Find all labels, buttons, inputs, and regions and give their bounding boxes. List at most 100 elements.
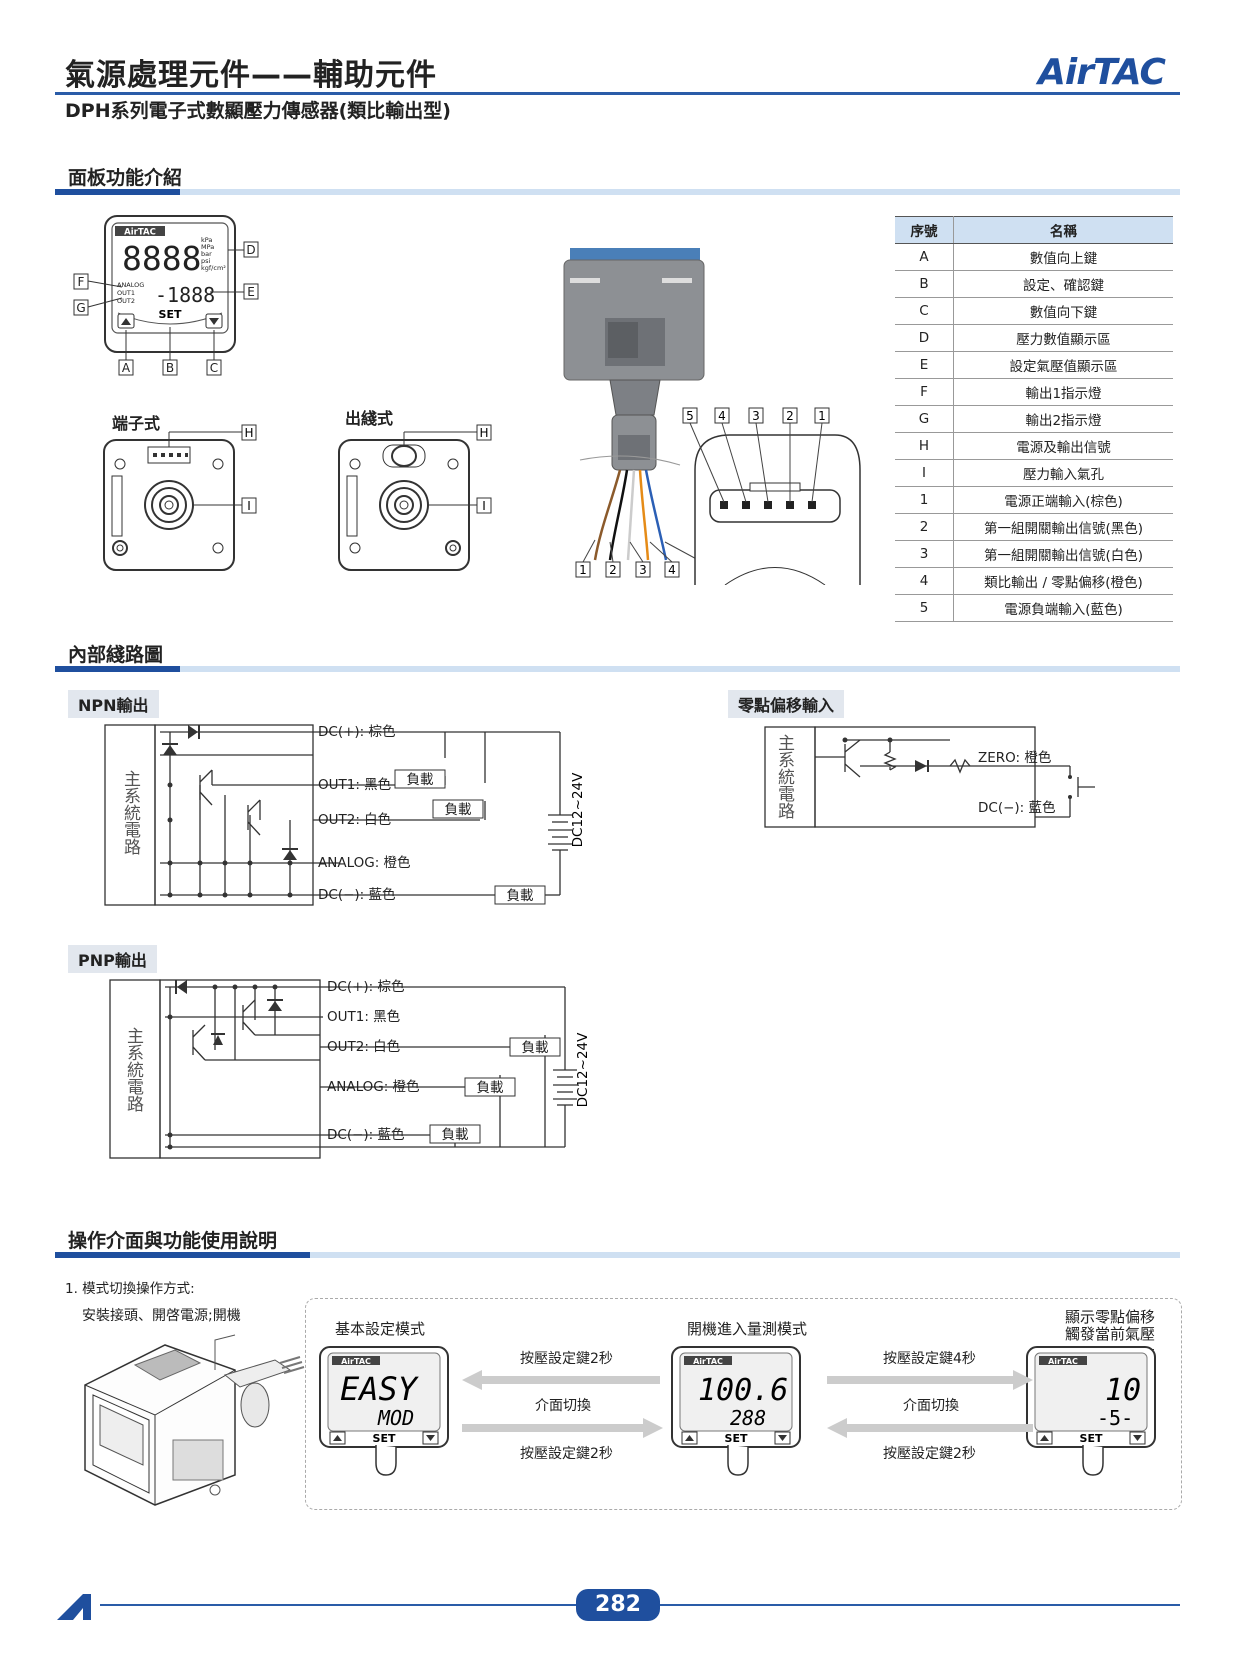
section-title-operation: 操作介面與功能使用說明 [68,1230,278,1252]
mode-basic-label: 基本設定模式 [335,1320,426,1338]
npn-wire-dc-minus: DC(−): 藍色 [318,886,396,903]
screen1-brand: AirTAC [341,1357,371,1366]
callout-e: E [247,285,255,299]
section-title-panel: 面板功能介紹 [68,167,183,189]
callout-c: C [210,361,218,375]
panel-set: SET [159,308,182,321]
indicator-out1: OUT1 [117,289,135,297]
wire-callout-h: H [479,426,488,440]
callout-d: D [246,243,255,257]
callout-g: G [76,301,85,315]
brand-logo: AirTAC [1038,52,1166,93]
legend-cell-name: 數值向下鍵 [953,297,1173,325]
legend-cell-name: 輸出2指示燈 [953,405,1173,433]
legend-cell-no: F [895,378,954,406]
legend-cell-name: 電源負端輸入(藍色) [953,594,1173,622]
operation-step: 1. 模式切換操作方式: [65,1281,195,1297]
section-title-circuit: 內部綫路圖 [68,644,164,666]
header-rule [55,92,1180,95]
legend-cell-no: E [895,351,954,379]
section-bar [55,666,180,672]
screen3-main: 10 [1105,1373,1141,1408]
mode-measure-label: 開機進入量測模式 [687,1320,808,1338]
legend-header: 序號 名稱 [895,216,1173,244]
screen3-sub: -5- [1097,1406,1133,1430]
screen2-set: SET [725,1432,748,1445]
wire-type-diagram: H I [338,424,492,571]
screen-zero: AirTAC 10 -5- SET [1026,1346,1156,1476]
connector-pin-4: 4 [718,409,726,423]
legend-cell-no: 5 [895,594,954,622]
legend-cell-name: 設定氣壓值顯示區 [953,351,1173,379]
legend-cell-name: 電源正端輸入(棕色) [953,486,1173,514]
pnp-label: PNP輸出 [68,945,157,973]
npn-wire-out1: OUT1: 黑色 [318,776,391,793]
legend-cell-name: 輸出1指示燈 [953,378,1173,406]
arrow-label-switch-right: 介面切換 [903,1398,959,1414]
section-bar-light [180,666,1180,672]
unit-bar: bar [201,250,212,258]
sensor-cable-illustration: 1 2 3 4 5 5 4 3 2 1 [563,248,861,585]
cable-pin-3: 3 [639,563,647,577]
legend-header-no: 序號 [895,216,954,244]
cable-pin-4: 4 [668,563,676,577]
connector-pin-2: 2 [786,409,794,423]
footer-logo-icon [57,1594,91,1620]
npn-main-circuit: 主系統電路 [120,770,141,855]
cable-pin-2: 2 [609,563,617,577]
screen2-main: 100.6 [698,1373,788,1408]
mode-zero-label-1: 顯示零點偏移 [1064,1308,1155,1326]
zero-wire-dc: DC(−): 藍色 [978,799,1056,816]
terminal-type-diagram: H I [103,424,257,571]
screen2-sub: 288 [730,1406,766,1430]
connector-pin-5: 5 [686,409,694,423]
npn-supply: DC12~24V [570,772,586,847]
section-bar [55,1252,310,1258]
arrow-left-2 [827,1418,1033,1438]
indicator-analog: ANALOG [117,281,144,289]
arrow-right-2 [827,1370,1033,1390]
screen1-sub: MOD [377,1406,414,1430]
page-title: 氣源處理元件——輔助元件 [65,58,437,93]
mode-flow-container [305,1298,1182,1510]
legend-cell-name: 設定、確認鍵 [953,270,1173,298]
screen2-brand: AirTAC [693,1357,723,1366]
pnp-supply: DC12~24V [575,1032,591,1107]
terminal-type-label: 端子式 [112,414,161,433]
legend-cell-name: 類比輸出 / 零點偏移(橙色) [953,567,1173,595]
pnp-wire-out2: OUT2: 白色 [327,1038,400,1055]
legend-cell-no: B [895,270,954,298]
connector-pin-1: 1 [818,409,826,423]
zero-wire-zero: ZERO: 橙色 [978,749,1051,766]
unit-kgf: kgf/cm² [201,264,226,272]
arrow-label-press4: 按壓設定鍵4秒 [883,1351,976,1367]
pnp-wire-out1: OUT1: 黑色 [327,1008,400,1025]
arrow-left-1 [462,1370,660,1390]
legend-cell-no: 3 [895,540,954,568]
panel-main-digits: 8888 [122,239,201,278]
legend-cell-no: 4 [895,567,954,595]
legend-cell-no: D [895,324,954,352]
device-isometric [84,1334,305,1506]
wire-type-label: 出綫式 [345,409,394,428]
arrow-label-press2-bottom: 按壓設定鍵2秒 [520,1446,613,1462]
npn-wire-out2: OUT2: 白色 [318,811,391,828]
legend-header-name: 名稱 [953,216,1173,244]
pnp-load-3: 負載 [442,1127,469,1143]
connector-pin-3: 3 [752,409,760,423]
unit-psi: psi [201,257,211,265]
pnp-wire-dc-plus: DC(+): 棕色 [327,978,405,995]
screen-basic: AirTAC EASY MOD SET [319,1346,449,1476]
screen-measure: AirTAC 100.6 288 SET [671,1346,801,1476]
npn-load-2: 負載 [445,802,472,818]
legend-cell-name: 數值向上鍵 [953,243,1173,271]
zero-main-circuit: 主系統電路 [774,734,795,819]
